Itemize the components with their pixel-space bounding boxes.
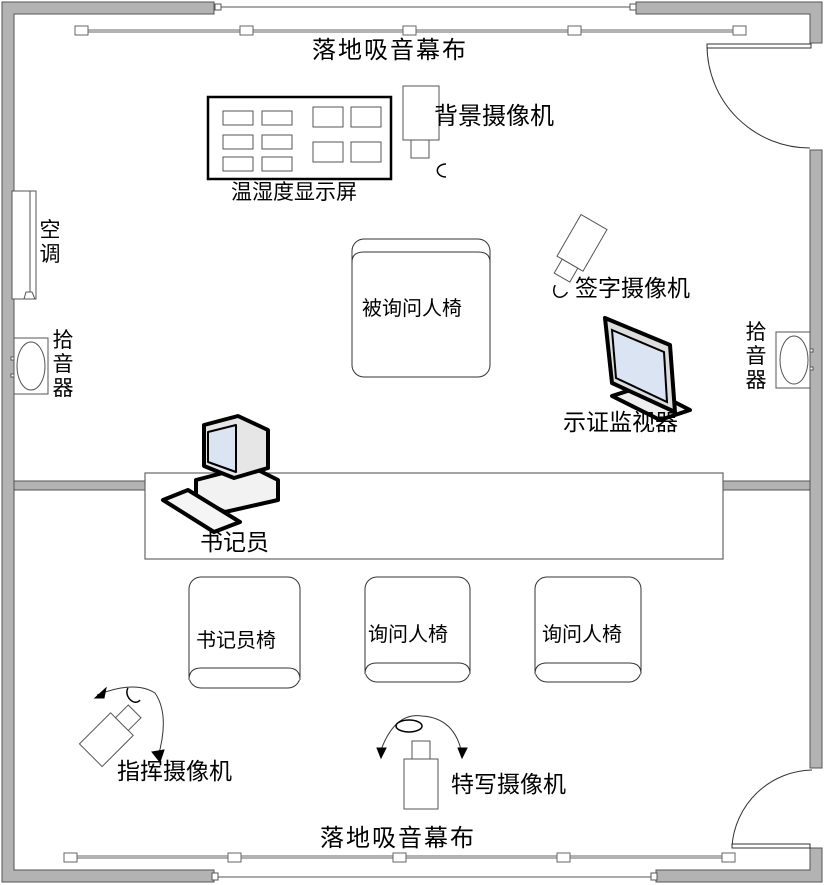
- door-top-right[interactable]: [706, 43, 812, 149]
- partition-right: [722, 480, 811, 491]
- interviewer-chair-2-label: 询问人椅: [542, 622, 622, 646]
- pickup-left-icon: [10, 337, 49, 395]
- signature-camera-label: 签字摄像机: [575, 276, 690, 302]
- interviewer-chair-1: [364, 576, 471, 683]
- clerk-computer-icon: [161, 414, 280, 534]
- air-conditioner-icon: [11, 190, 37, 300]
- pickup-right-label: 拾音器: [745, 320, 767, 393]
- clerk-label: 书记员: [200, 530, 269, 556]
- interviewer-chair-1-label: 询问人椅: [368, 622, 448, 646]
- wall-top-right: [635, 1, 823, 44]
- closeup-camera-label: 特写摄像机: [451, 772, 566, 798]
- clerk-chair-label: 书记员椅: [196, 628, 276, 652]
- background-camera-icon: [402, 85, 447, 178]
- temp-humidity-display: [206, 95, 393, 181]
- evidence-monitor-icon: [603, 316, 692, 422]
- closeup-camera-icon: [376, 715, 468, 810]
- interviewee-chair: [351, 238, 491, 378]
- clerk-chair: [188, 576, 301, 689]
- pickup-right-icon: [775, 331, 814, 389]
- interviewee-chair-label: 被询问人椅: [362, 296, 462, 320]
- curtain-top-label: 落地吸音幕布: [312, 36, 468, 64]
- door-bottom-right[interactable]: [731, 769, 813, 849]
- temp-humidity-display-label: 温湿度显示屏: [231, 180, 357, 204]
- curtain-rail-bottom: [63, 852, 736, 863]
- pickup-left-label: 拾音器: [52, 328, 74, 401]
- partition-left: [13, 480, 146, 491]
- wall-bottom-right: [655, 847, 823, 883]
- signature-camera-icon: [553, 213, 608, 298]
- evidence-monitor-label: 示证监视器: [563, 410, 678, 436]
- interviewer-chair-2: [534, 576, 642, 683]
- curtain-bottom-label: 落地吸音幕布: [320, 824, 476, 852]
- wall-top-left: [1, 1, 215, 883]
- command-camera-icon: [78, 686, 165, 768]
- wall-right-middle: [809, 149, 823, 769]
- curtain-rail-top: [74, 25, 747, 36]
- background-camera-label: 背景摄像机: [434, 102, 554, 130]
- air-conditioner-label: 空调: [39, 218, 61, 267]
- command-camera-label: 指挥摄像机: [117, 759, 232, 785]
